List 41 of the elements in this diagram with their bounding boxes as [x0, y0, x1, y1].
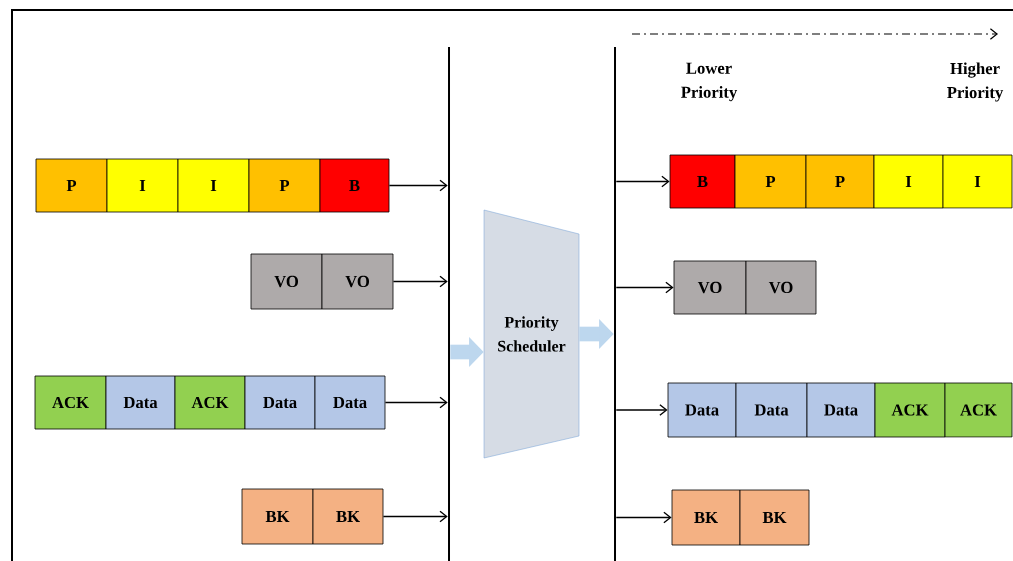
scheduler-trapezoid: Priority Scheduler	[483, 209, 580, 459]
arrow	[392, 275, 448, 288]
queue-cell: ACK	[944, 382, 1013, 438]
queue-cell: P	[248, 158, 321, 213]
arrow	[382, 510, 448, 523]
queue-cell: BK	[312, 488, 384, 545]
divider-line	[448, 47, 450, 561]
arrow	[384, 396, 448, 409]
queue-cell: ACK	[34, 375, 107, 430]
queue-cell: Data	[314, 375, 386, 430]
queue-cell: P	[805, 154, 875, 209]
queue-cell: I	[942, 154, 1013, 209]
priority-label: Higher Priority	[947, 62, 1004, 102]
queue-cell: ACK	[874, 382, 946, 438]
arrow	[615, 281, 674, 294]
queue-cell: BK	[739, 489, 810, 546]
queue-cell: VO	[673, 260, 747, 315]
queue-cell: Data	[806, 382, 876, 438]
arrow	[615, 511, 672, 524]
queue-cell: BK	[671, 489, 741, 546]
arrow	[388, 179, 448, 192]
arrow	[615, 175, 670, 188]
queue-cell: Data	[105, 375, 176, 430]
queue-cell: P	[35, 158, 108, 213]
queue-cell: I	[873, 154, 944, 209]
queue-cell: BK	[241, 488, 314, 545]
queue-cell: ACK	[174, 375, 246, 430]
queue-cell: B	[669, 154, 736, 209]
priority-label: Lower Priority	[681, 62, 738, 102]
arrow	[615, 404, 668, 416]
queue-cell: Data	[667, 382, 737, 438]
queue-cell: VO	[321, 253, 394, 310]
queue-cell: Data	[735, 382, 808, 438]
queue-cell: VO	[745, 260, 817, 315]
queue-cell: VO	[250, 253, 323, 310]
queue-cell: I	[106, 158, 179, 213]
queue-cell: I	[177, 158, 250, 213]
queue-cell: Data	[244, 375, 316, 430]
queue-cell: B	[319, 158, 390, 213]
divider-line	[614, 47, 616, 561]
queue-cell: P	[734, 154, 807, 209]
